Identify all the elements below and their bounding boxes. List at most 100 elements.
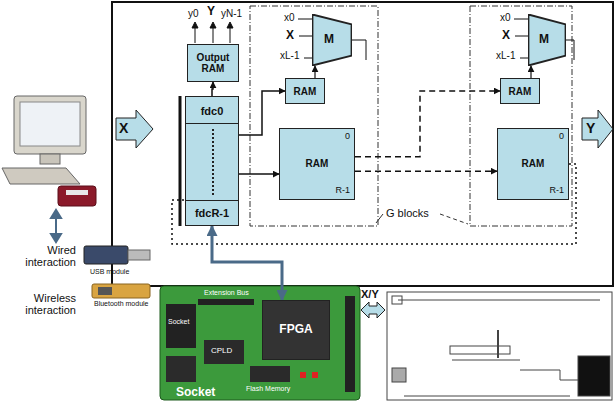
signal-name: X <box>119 121 128 136</box>
row-line <box>186 200 238 201</box>
art-shape <box>84 246 128 264</box>
node-label: RAM <box>294 86 317 97</box>
arrowhead <box>227 22 233 28</box>
ram-box: RAM 0R-1 <box>497 128 569 200</box>
ram-box: RAM <box>285 78 325 104</box>
node-label: M <box>539 33 549 46</box>
group-label: G blocks <box>386 207 429 219</box>
leader-line <box>376 214 383 223</box>
board-label: Socket <box>168 318 189 326</box>
g-block-frame <box>470 6 572 226</box>
wire <box>304 58 312 59</box>
mux-outline <box>528 15 565 66</box>
led <box>300 372 306 378</box>
art-shape <box>51 210 61 218</box>
node-label: RAM <box>280 158 354 169</box>
computer-icon <box>2 96 96 206</box>
monitor-stand <box>40 154 60 164</box>
wire <box>520 58 528 59</box>
signal-name: xL-1 <box>280 50 299 61</box>
art-shape <box>497 330 499 358</box>
node-label: fdc0 <box>186 105 238 117</box>
arrowhead <box>192 22 198 28</box>
signal-name: y0 <box>188 8 199 19</box>
art-shape <box>578 356 610 396</box>
signal-name: xL-1 <box>496 50 515 61</box>
board-label: Extension Bus <box>204 289 249 297</box>
board-label: CPLD <box>211 347 232 356</box>
node-label: Output RAM <box>188 52 238 74</box>
row-line <box>186 123 238 124</box>
usb-module <box>84 246 150 264</box>
art-shape <box>450 346 510 354</box>
wire <box>299 36 312 37</box>
node-label: R-1 <box>335 186 350 196</box>
module-label: Bluetooth module <box>94 300 148 308</box>
art-shape <box>92 284 150 298</box>
mux-outline <box>312 15 351 66</box>
bus-connector <box>212 82 213 96</box>
art-shape <box>398 300 600 301</box>
signal-name: Y <box>207 5 215 18</box>
art-shape <box>51 234 61 242</box>
signal-name: yN-1 <box>221 8 242 19</box>
cpld-chip <box>204 340 244 364</box>
multiplexer: M <box>528 14 566 66</box>
g-block-frame <box>250 6 378 226</box>
art-shape <box>452 360 520 361</box>
keyboard <box>2 168 80 184</box>
node-label: RAM <box>498 158 568 169</box>
art-shape <box>392 296 402 304</box>
art-shape <box>392 368 406 382</box>
signal-name: Y <box>586 121 595 136</box>
art-shape <box>520 370 578 380</box>
system-frame <box>112 2 613 286</box>
flash-chip <box>250 366 290 382</box>
disk <box>58 186 96 206</box>
bus-connector <box>314 66 315 78</box>
bus-bar <box>179 96 182 226</box>
wire <box>213 26 214 43</box>
board-label: Socket <box>176 386 215 399</box>
signal-name: X <box>286 29 294 42</box>
arrowhead <box>210 22 216 28</box>
bus-connector <box>239 173 279 175</box>
board-label: Flash Memory <box>246 385 290 393</box>
art-shape <box>128 250 150 260</box>
node-label: 0 <box>559 132 564 142</box>
header <box>345 296 355 392</box>
fpga-board <box>160 286 360 400</box>
header <box>198 299 254 305</box>
module-label: USB module <box>90 268 129 276</box>
mux-output <box>352 40 366 60</box>
signal-name: x0 <box>500 12 511 23</box>
art-shape <box>387 292 612 400</box>
disk-slot <box>66 190 88 195</box>
node-label: R-1 <box>549 186 564 196</box>
bus-connector <box>530 66 531 78</box>
monitor <box>14 96 86 154</box>
signal-name: x0 <box>284 12 295 23</box>
input-arrow <box>116 110 153 148</box>
schematic-drawing <box>387 292 612 400</box>
wire <box>298 19 312 20</box>
ellipsis-dots <box>212 129 214 195</box>
bus-connector <box>355 91 500 157</box>
bluetooth-module <box>92 284 150 298</box>
node-label: FPGA <box>279 323 312 336</box>
node-label: fdcR-1 <box>186 207 238 219</box>
screen <box>20 102 80 146</box>
leader-line <box>440 214 468 224</box>
bus-connector <box>355 170 497 172</box>
output-arrow <box>582 110 613 148</box>
wire <box>515 36 528 37</box>
link-arrow <box>51 210 61 242</box>
wire <box>514 19 528 20</box>
signal-name: X <box>502 29 510 42</box>
xy-arrow <box>361 302 385 318</box>
output-ram-box: Output RAM <box>187 44 239 82</box>
interaction-label: Wireless interaction <box>4 292 76 316</box>
mux-output <box>566 40 574 60</box>
art-shape <box>404 396 570 397</box>
